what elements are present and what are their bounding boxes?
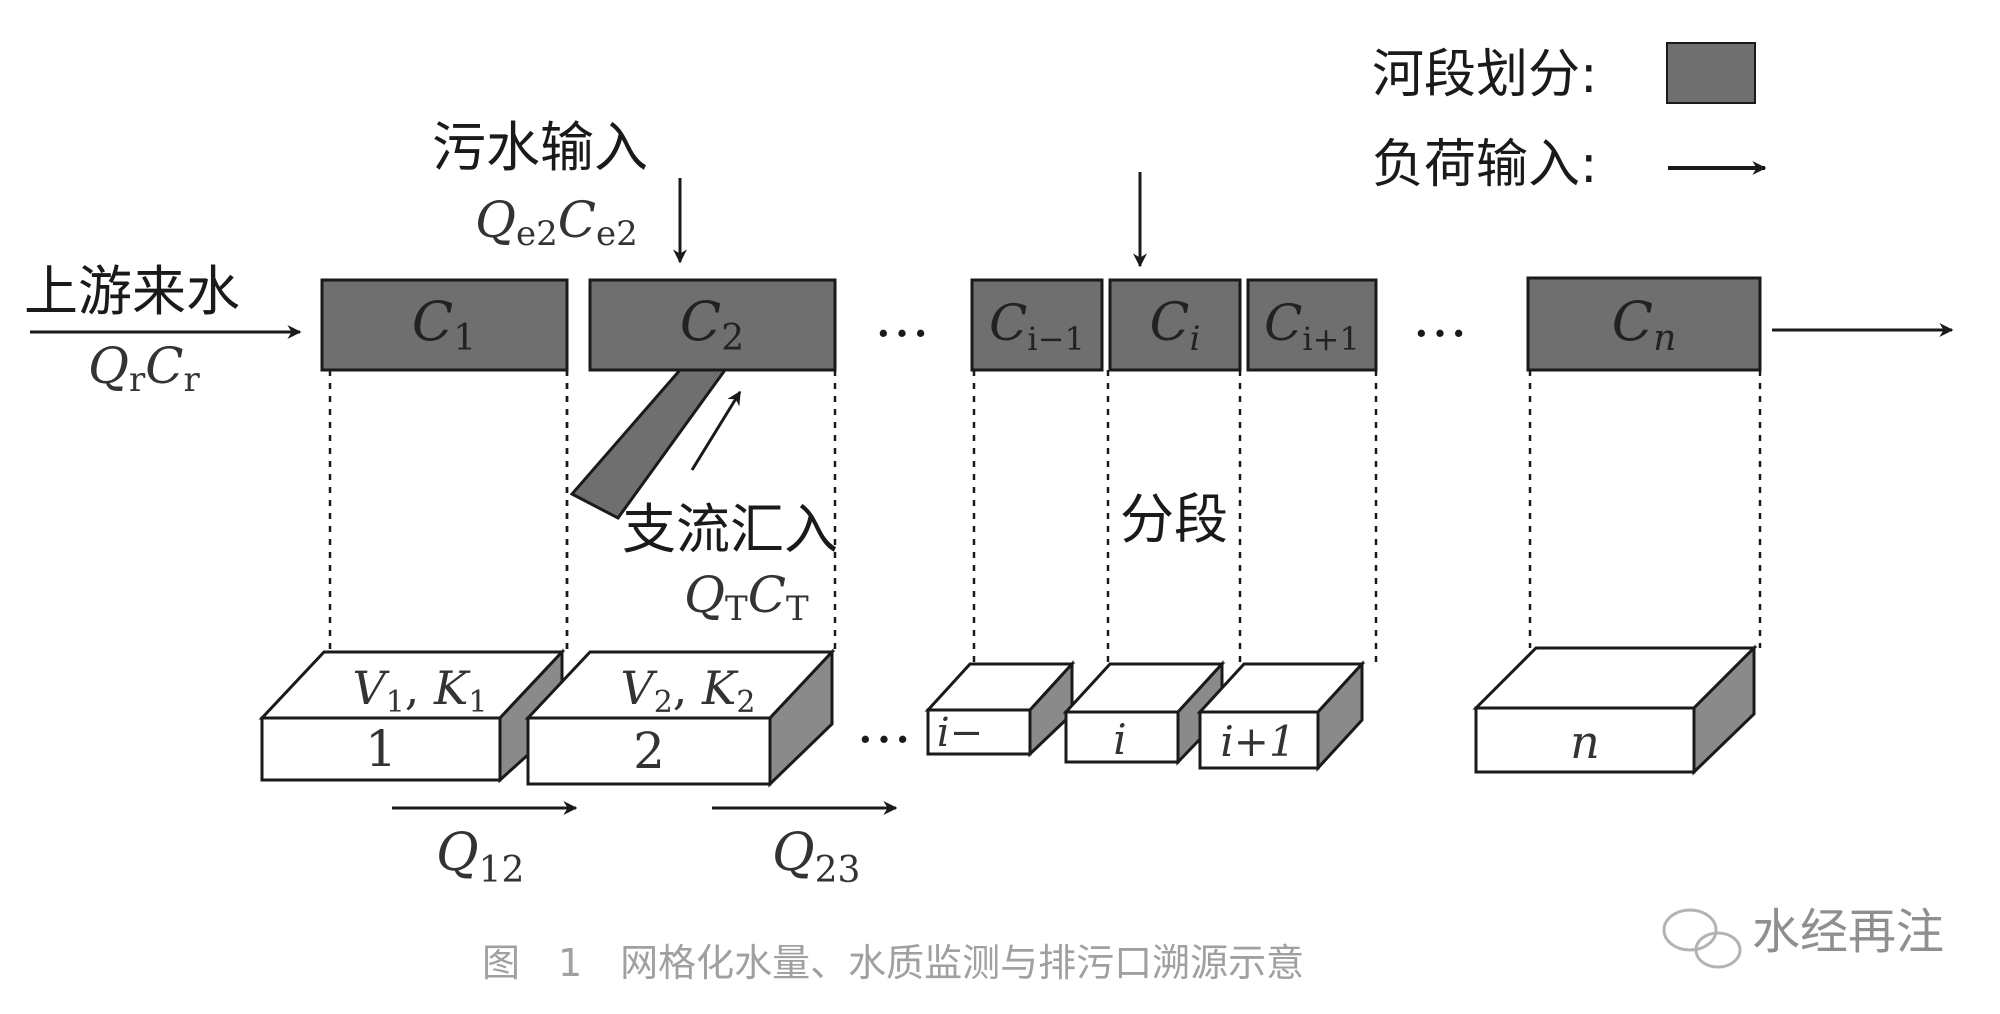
legend: 河段划分: 负荷输入: <box>1372 42 1767 195</box>
flow-q12: Q12 <box>392 801 578 891</box>
cell-n: n <box>1472 644 1758 776</box>
cell-i-plus-1: i+1 <box>1196 660 1366 772</box>
cell-n-index: n <box>1570 715 1600 769</box>
wechat-logo-icon <box>1662 908 1742 969</box>
cell-2-index: 2 <box>633 722 665 780</box>
cell-2: V2, K2 2 <box>524 648 836 788</box>
sewage-input-formula: Qe2Ce2 <box>475 191 638 254</box>
upstream-input: 上游来水 QrCr <box>24 260 302 400</box>
cell-1: V1, K1 1 <box>258 648 566 784</box>
watermark: 水经再注 <box>1662 904 1944 969</box>
tributary-input: 支流汇入 QTCT <box>569 368 838 629</box>
sewage-input-label: 污水输入 <box>432 116 648 179</box>
cell-1-index: 1 <box>365 720 397 778</box>
segment-ci: Ci <box>1108 278 1242 372</box>
tributary-input-formula: QTCT <box>684 566 809 629</box>
cell-2-params: V2, K2 <box>620 661 755 720</box>
legend-load-label: 负荷输入: <box>1372 135 1598 195</box>
segment-c1: C1 <box>320 278 569 372</box>
cell-i-index: i <box>1113 715 1126 764</box>
river-segments: C1 C2 … Ci−1 Ci Ci+1 … Cn <box>320 276 1762 372</box>
svg-text:Q23: Q23 <box>772 823 860 891</box>
segment-ci-plus-1: Ci+1 <box>1246 278 1378 372</box>
cell-i-plus-1-index: i+1 <box>1220 717 1295 766</box>
cell-1-params: V1, K1 <box>352 661 487 720</box>
sewage-input: 污水输入 Qe2Ce2 <box>432 116 687 264</box>
watermark-text: 水经再注 <box>1752 904 1944 960</box>
svg-text:Cn: Cn <box>1612 290 1677 359</box>
svg-text:C1: C1 <box>412 290 476 359</box>
segment-c2: C2 <box>588 278 837 372</box>
figure-caption: 图 1 网格化水量、水质监测与排污口溯源示意 <box>482 941 1304 985</box>
upstream-input-label: 上游来水 <box>24 260 240 323</box>
tributary-arrow <box>690 390 742 471</box>
svg-text:Q12: Q12 <box>436 823 524 891</box>
tributary-channel <box>569 368 728 520</box>
flow-q23: Q23 <box>712 801 898 891</box>
cell-i-minus-1: i− <box>924 660 1076 758</box>
legend-segment-label: 河段划分: <box>1372 45 1598 105</box>
grid-cells: V1, K1 1 V2, K2 2 … i− i <box>258 644 1758 788</box>
segment-cn: Cn <box>1526 276 1762 372</box>
ellipsis-top-1: … <box>874 285 930 350</box>
cell-i-minus-1-index: i− <box>937 710 983 756</box>
segment-ci-minus-1: Ci−1 <box>970 278 1104 372</box>
legend-segment-swatch <box>1666 42 1756 104</box>
division-label: 分段 <box>1120 488 1228 551</box>
svg-text:Ci+1: Ci+1 <box>1264 294 1360 358</box>
tributary-input-label: 支流汇入 <box>622 498 838 561</box>
upstream-input-formula: QrCr <box>88 337 201 400</box>
projection-lines <box>328 370 1762 664</box>
svg-text:Ci−1: Ci−1 <box>989 294 1085 358</box>
svg-text:C2: C2 <box>680 290 744 359</box>
cell-i: i <box>1062 660 1226 766</box>
ellipsis-bottom-1: … <box>856 691 912 756</box>
ellipsis-top-2: … <box>1412 285 1468 350</box>
svg-text:Ci: Ci <box>1150 293 1201 359</box>
